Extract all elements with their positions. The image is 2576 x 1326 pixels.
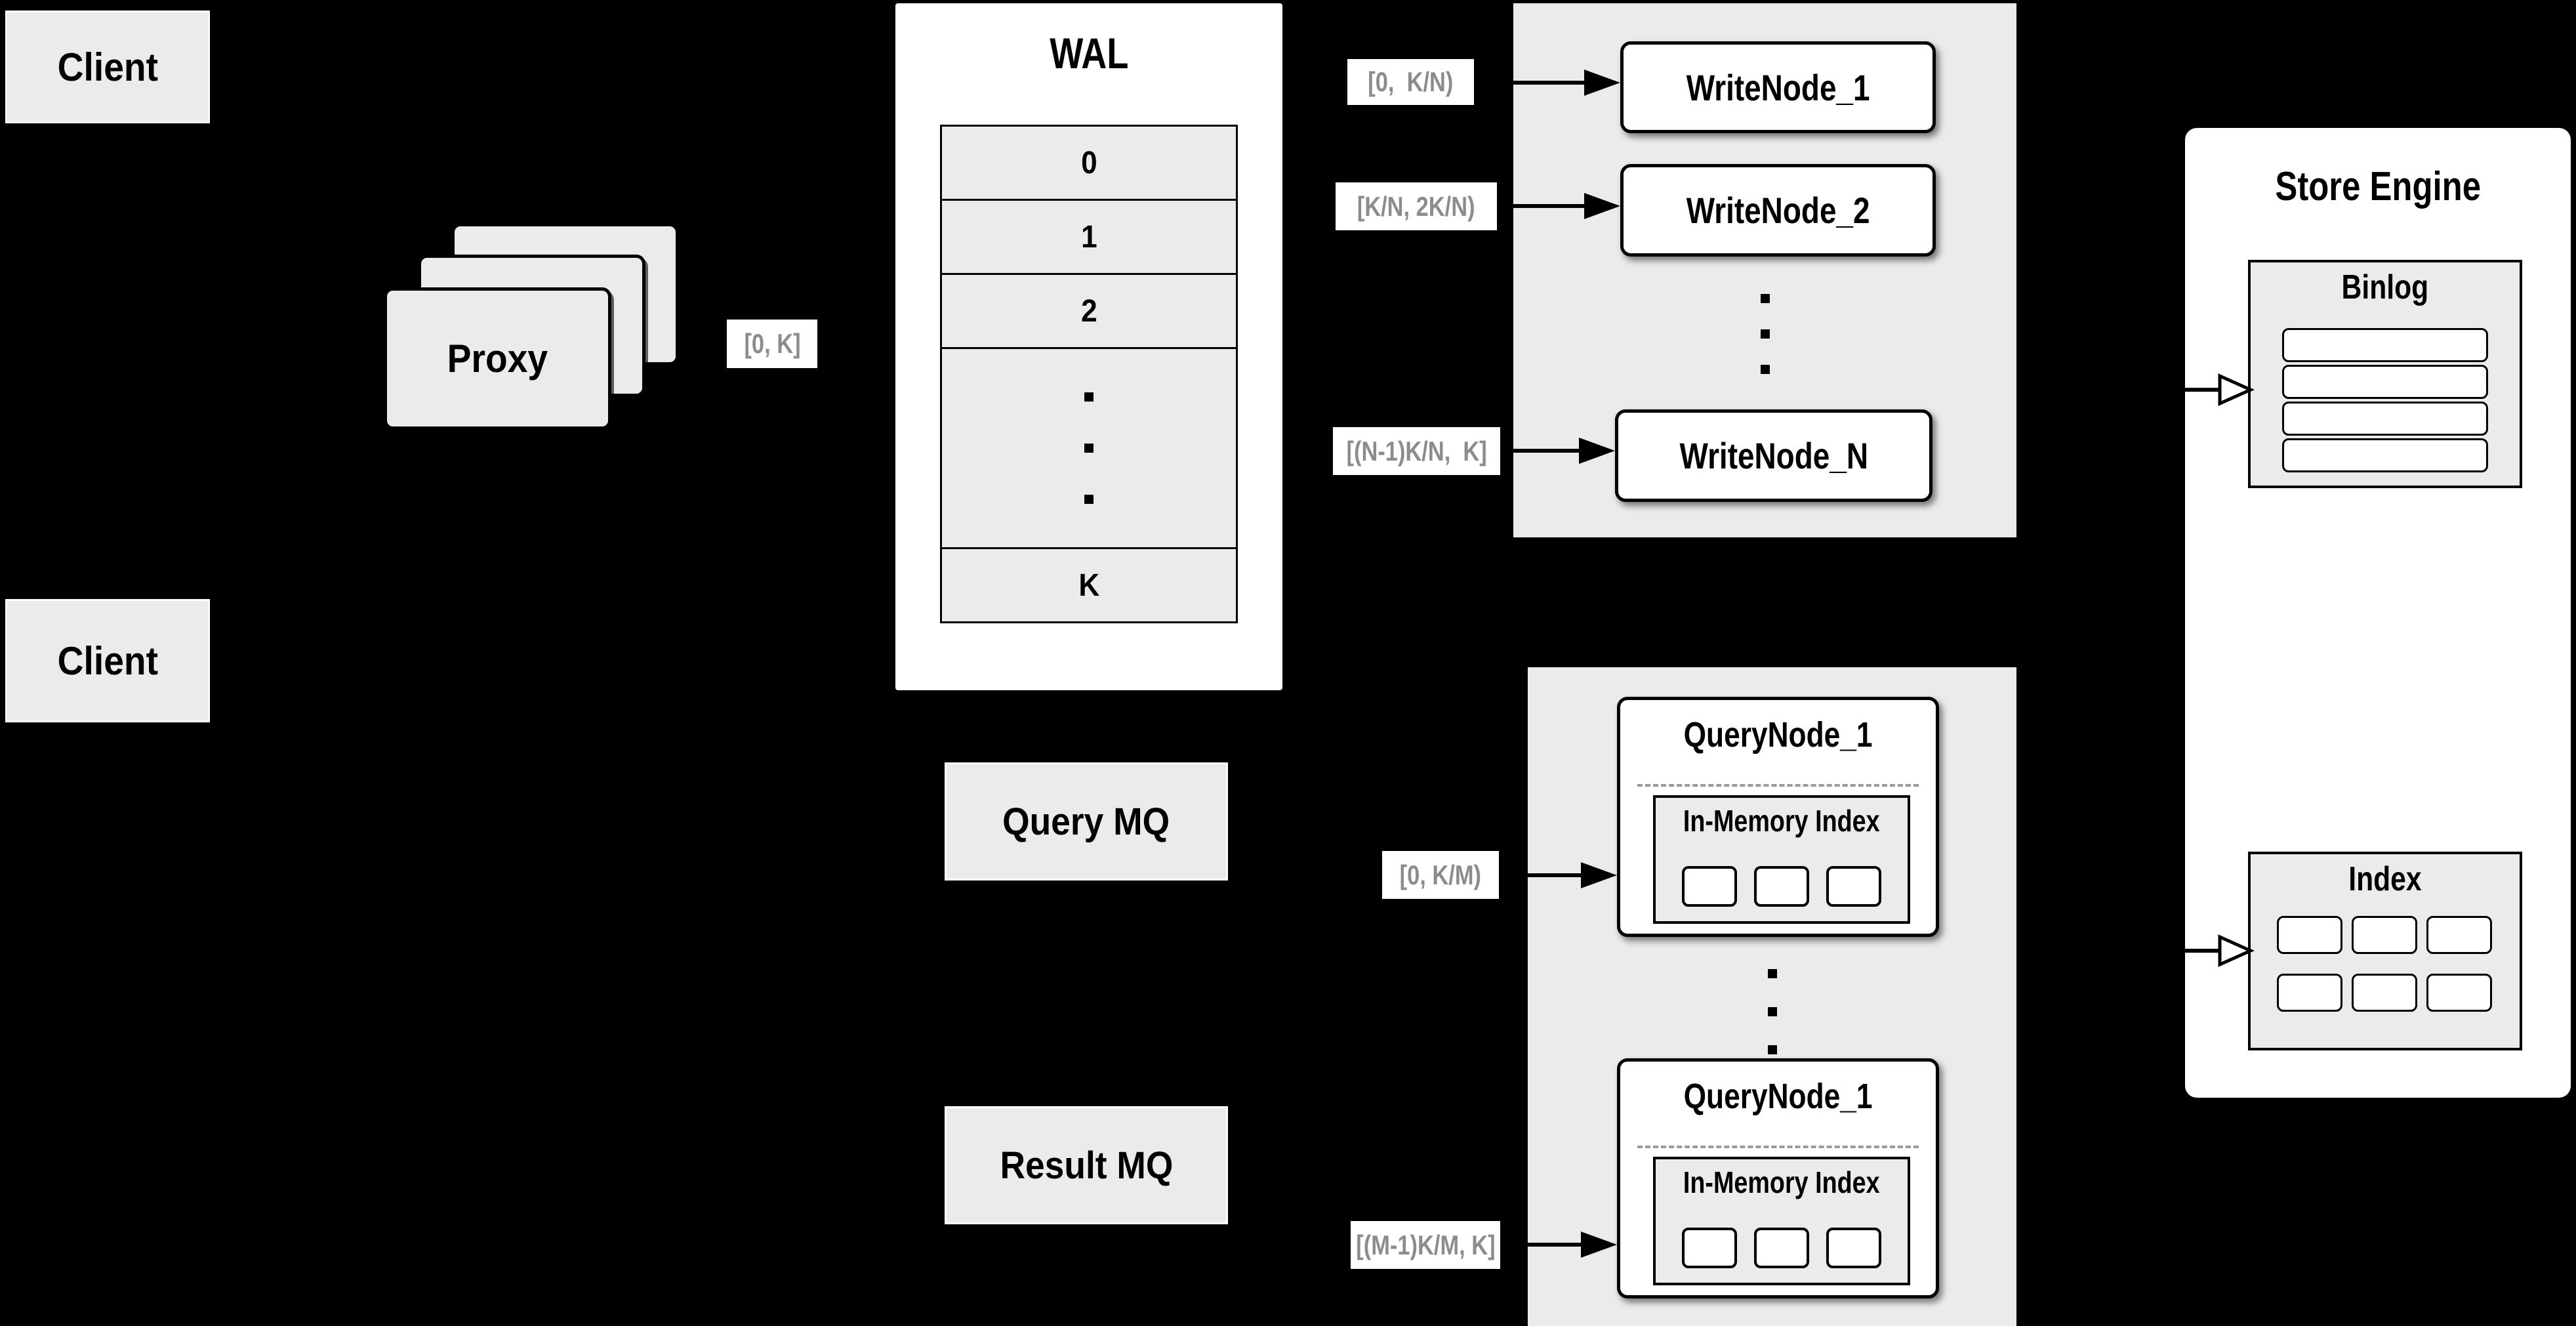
binlog-rows [2282, 328, 2488, 475]
arrowhead-icon [1579, 438, 1615, 464]
ellipsis-dot [1084, 392, 1094, 402]
index-segment-cell [1826, 866, 1881, 907]
in-memory-index-title: In-Memory Index [1683, 804, 1880, 838]
ellipsis-dot [1084, 495, 1094, 504]
binlog-box: Binlog [2248, 260, 2522, 488]
write-node-1: WriteNode_1 [1620, 41, 1936, 133]
index-segment-cell [1682, 1228, 1737, 1268]
open-arrow-to-index [2184, 934, 2255, 967]
write-node-n: WriteNode_N [1615, 409, 1932, 502]
ellipsis-dot [1760, 294, 1770, 303]
write-node-ellipsis [1513, 281, 2016, 387]
wal-segment-0: 0 [940, 125, 1238, 201]
wal-segment-1: 1 [940, 199, 1238, 275]
arrowhead-icon [1584, 70, 1620, 96]
wal-container: WAL 0 1 2 K [895, 3, 1282, 690]
store-engine-title: Store Engine [2275, 164, 2481, 209]
ellipsis-dot [1760, 365, 1770, 374]
index-cell [2277, 916, 2342, 954]
client-box-top: Client [5, 10, 210, 123]
binlog-row [2282, 328, 2488, 362]
query-mq-box: Query MQ [945, 762, 1228, 881]
range-label-write-node-1: [0, K/N) [1347, 59, 1474, 105]
ellipsis-dot [1767, 1007, 1777, 1016]
arrowhead-icon [1581, 862, 1617, 888]
range-label-write-node-n: [(N-1)K/N, K] [1333, 427, 1500, 475]
query-node-1-title: QueryNode_1 [1683, 715, 1873, 755]
index-segment-cell [1754, 1228, 1809, 1268]
index-cell [2426, 974, 2492, 1012]
proxy-label: Proxy [447, 337, 548, 381]
index-cells [2277, 916, 2492, 1012]
query-node-2: QueryNode_1 In-Memory Index [1617, 1058, 1939, 1298]
binlog-row [2282, 402, 2488, 436]
index-cell [2352, 974, 2417, 1012]
range-label-write-node-2: [K/N, 2K/N) [1336, 182, 1497, 230]
query-node-ellipsis [1528, 955, 2016, 1069]
open-arrow-to-binlog [2184, 373, 2255, 406]
index-segment-cell [1682, 866, 1737, 907]
arrowhead-icon [1584, 193, 1620, 219]
ellipsis-dot [1767, 969, 1777, 978]
arrow-to-query-node-1 [1528, 873, 1581, 877]
client-top-label: Client [57, 45, 158, 89]
in-memory-index-box: In-Memory Index [1653, 1157, 1910, 1285]
in-memory-index-title: In-Memory Index [1683, 1165, 1880, 1199]
index-title: Index [2348, 860, 2422, 898]
wal-segment-2: 2 [940, 273, 1238, 349]
arrow-to-write-node-1 [1513, 81, 1584, 85]
ellipsis-dot [1084, 444, 1094, 453]
wal-segment-ellipsis [940, 347, 1238, 549]
binlog-row [2282, 438, 2488, 472]
index-segment-cell [1826, 1228, 1881, 1268]
range-label-query-node-2: [(M-1)K/M, K] [1351, 1221, 1500, 1269]
write-node-2: WriteNode_2 [1620, 164, 1936, 257]
binlog-title: Binlog [2341, 268, 2429, 306]
in-memory-index-box: In-Memory Index [1653, 795, 1910, 924]
arrow-to-write-node-2 [1513, 204, 1584, 208]
in-memory-index-cells [1656, 866, 1908, 907]
client-box-bottom: Client [5, 599, 210, 722]
query-node-group: QueryNode_1 In-Memory Index QueryNode [1528, 667, 2016, 1326]
in-memory-index-cells [1656, 1228, 1908, 1268]
index-cell [2352, 916, 2417, 954]
arrow-to-query-node-2 [1528, 1243, 1581, 1247]
index-box: Index [2248, 852, 2522, 1050]
wal-title: WAL [1049, 29, 1129, 77]
ellipsis-dot [1760, 329, 1770, 339]
result-mq-box: Result MQ [945, 1106, 1228, 1224]
range-label-proxy-wal: [0, K] [727, 320, 817, 368]
ellipsis-dot [1767, 1045, 1777, 1054]
index-cell [2277, 974, 2342, 1012]
dashed-divider [1637, 1146, 1919, 1148]
index-cell [2426, 916, 2492, 954]
binlog-row [2282, 365, 2488, 399]
query-node-2-title: QueryNode_1 [1683, 1077, 1873, 1116]
arrow-to-write-node-n [1513, 449, 1579, 453]
range-label-query-node-1: [0, K/M) [1382, 851, 1499, 899]
arrowhead-icon [1581, 1232, 1617, 1258]
dashed-divider [1637, 784, 1919, 787]
proxy-card-front: Proxy [384, 287, 611, 430]
store-engine-container: Store Engine Binlog Index [2185, 128, 2571, 1098]
wal-segment-k: K [940, 547, 1238, 623]
wal-segment-list: 0 1 2 K [940, 125, 1238, 623]
query-node-1: QueryNode_1 In-Memory Index [1617, 697, 1939, 937]
index-segment-cell [1754, 866, 1809, 907]
client-bottom-label: Client [57, 638, 158, 683]
